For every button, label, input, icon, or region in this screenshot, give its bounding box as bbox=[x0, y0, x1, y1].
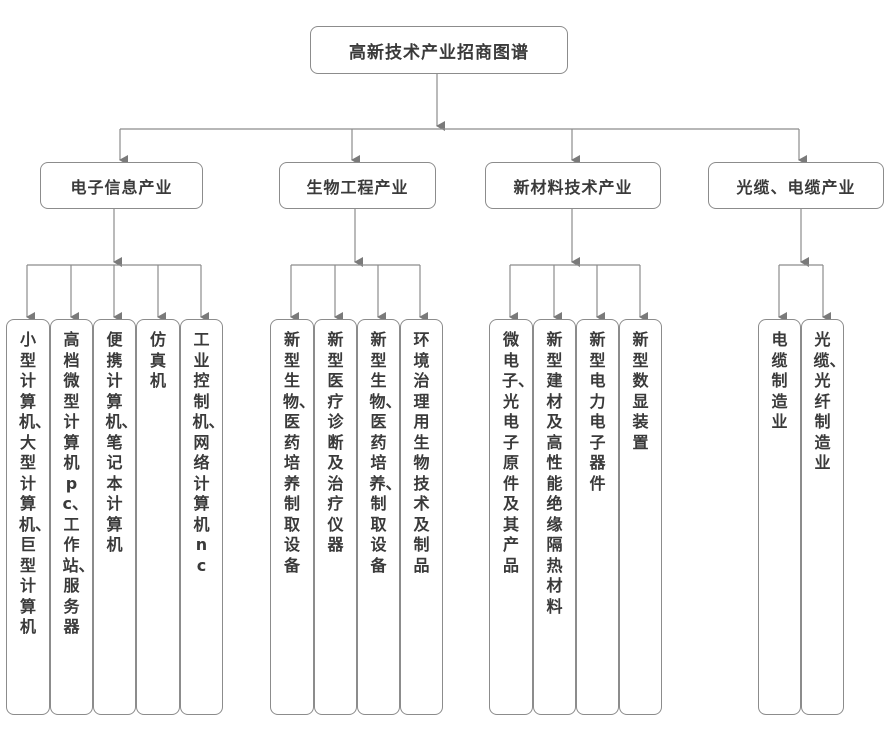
category-label: 光缆、电缆产业 bbox=[736, 177, 856, 197]
category-label: 生物工程产业 bbox=[306, 177, 409, 197]
leaf-item: 新型数显装置 bbox=[619, 319, 662, 715]
category-label: 电子信息产业 bbox=[70, 177, 173, 197]
category-cable: 光缆、电缆产业 bbox=[708, 162, 884, 209]
leaf-item: 环境治理用生物技术及制品 bbox=[400, 319, 443, 715]
root-label: 高新技术产业招商图谱 bbox=[349, 42, 529, 63]
category-bioengineering: 生物工程产业 bbox=[279, 162, 436, 209]
leaf-item: 小型计算机、大型计算机、巨型计算机 bbox=[6, 319, 51, 715]
leaf-item: 便携计算机、笔记本计算机 bbox=[93, 319, 138, 715]
category-electronics: 电子信息产业 bbox=[40, 162, 203, 209]
category-label: 新材料技术产业 bbox=[513, 177, 633, 197]
leaf-item: 微电子、光电子原件及其产品 bbox=[489, 319, 534, 715]
leaf-item: 新型电力电子器件 bbox=[576, 319, 619, 715]
leaf-item: 工业控制机、网络计算机nc bbox=[180, 319, 225, 715]
leaf-item: 电缆制造业 bbox=[758, 319, 801, 715]
leaf-item: 新型生物、医药培养制取设备 bbox=[270, 319, 315, 715]
leaf-item: 新型医疗诊断及治疗仪器 bbox=[314, 319, 357, 715]
leaf-item: 仿真机 bbox=[136, 319, 180, 715]
root-node: 高新技术产业招商图谱 bbox=[310, 26, 568, 74]
leaf-item: 新型生物、医药培养、制取设备 bbox=[357, 319, 402, 715]
leaf-item: 光缆、光纤制造业 bbox=[801, 319, 846, 715]
leaf-item: 新型建材及高性能绝缘隔热材料 bbox=[533, 319, 576, 715]
category-new-materials: 新材料技术产业 bbox=[485, 162, 661, 209]
leaf-item: 高档微型计算机pc、工作站、服务器 bbox=[50, 319, 95, 715]
